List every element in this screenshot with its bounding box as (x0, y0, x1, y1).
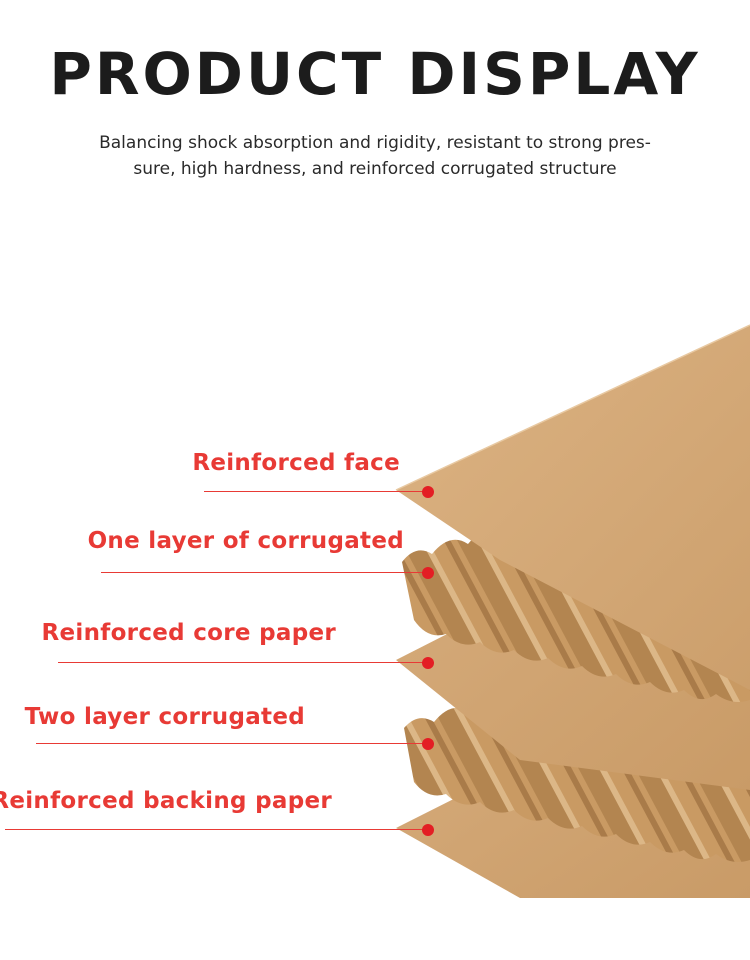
label-two-layer-corrugated: Two layer corrugated (24, 704, 305, 730)
leader-line-two-layer-corrugated (36, 743, 428, 744)
leader-line-one-layer-corrugated (101, 572, 428, 573)
subtitle-line-2: sure, high hardness, and reinforced corr… (133, 159, 617, 179)
marker-dot-reinforced-backing-paper (422, 824, 434, 836)
marker-dot-one-layer-corrugated (422, 567, 434, 579)
leader-line-reinforced-face (204, 491, 428, 492)
leader-line-reinforced-backing-paper (5, 829, 428, 830)
subtitle-line-1: Balancing shock absorption and rigidity,… (99, 133, 651, 153)
marker-dot-two-layer-corrugated (422, 738, 434, 750)
page-subtitle: Balancing shock absorption and rigidity,… (70, 130, 680, 182)
marker-dot-reinforced-core-paper (422, 657, 434, 669)
reinforced-face-sheet (396, 325, 750, 690)
marker-dot-reinforced-face (422, 486, 434, 498)
leader-line-reinforced-core-paper (58, 662, 428, 663)
label-one-layer-corrugated: One layer of corrugated (87, 528, 404, 554)
label-reinforced-backing-paper: Reinforced backing paper (0, 788, 332, 814)
label-reinforced-core-paper: Reinforced core paper (41, 620, 336, 646)
label-reinforced-face: Reinforced face (192, 450, 400, 476)
page-title: PRODUCT DISPLAY (49, 40, 701, 108)
